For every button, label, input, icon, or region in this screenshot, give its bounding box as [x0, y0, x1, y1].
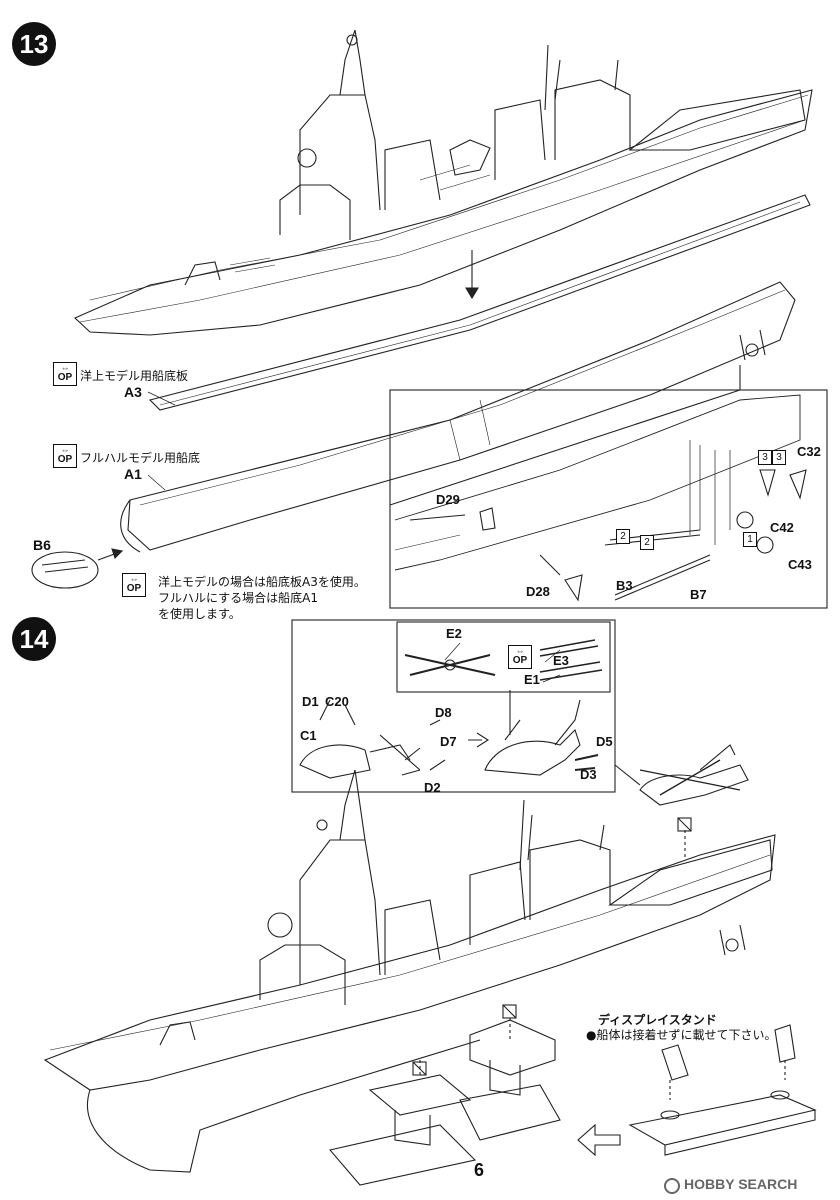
step-13-badge: 13 [12, 22, 56, 66]
part-b3-label: B3 [616, 578, 633, 593]
op-badge-note: ⇔ OP [122, 573, 146, 597]
option-icon: ⇔ [515, 646, 525, 656]
part-b6-label: B6 [33, 537, 51, 553]
part-a1-label: A1 [124, 466, 142, 482]
part-d29-label: D29 [436, 492, 460, 507]
option-icon: ⇔ [60, 363, 70, 373]
note-line-1: 洋上モデルの場合は船底板A3を使用。 [158, 575, 366, 589]
part-d2-label: D2 [424, 780, 441, 795]
fullhull-label: フルハルモデル用船底 [80, 451, 201, 465]
detail-box-13 [389, 365, 828, 609]
part-e1-label: E1 [524, 672, 540, 687]
option-icon: ⇔ [129, 574, 139, 584]
order-box-3b: 3 [772, 450, 786, 465]
part-e2-label: E2 [446, 626, 462, 641]
note-line-3: を使用します。 [158, 607, 241, 621]
watermark-text: HOBBY SEARCH [684, 1176, 798, 1192]
note-line-2: フルハルにする場合は船底A1 [158, 591, 318, 605]
op-badge-fullhull: ⇔ OP [53, 444, 77, 468]
part-d1-label: D1 [302, 694, 319, 709]
order-box-2a: 2 [616, 529, 630, 544]
part-d8-label: D8 [435, 705, 452, 720]
display-stand-title: ディスプレイスタンド [598, 1013, 717, 1027]
page-number: 6 [474, 1160, 485, 1180]
option-icon: ⇔ [60, 445, 70, 455]
order-box-1: 1 [743, 532, 757, 547]
display-stand-drawing [328, 1004, 817, 1186]
op-badge-waterline: ⇔ OP [53, 362, 77, 386]
part-b6-drawing [31, 548, 124, 589]
part-c1-label: C1 [300, 728, 317, 743]
ship-upper-drawing [74, 29, 813, 336]
order-box-3a: 3 [758, 450, 772, 465]
part-d7-label: D7 [440, 734, 457, 749]
step-14-badge: 14 [12, 617, 56, 661]
op-badge-rotor: ⇔ OP [508, 645, 532, 669]
bottom-plate-a3 [148, 194, 811, 411]
part-d5-label: D5 [596, 734, 613, 749]
part-d3-label: D3 [580, 767, 597, 782]
order-box-2b: 2 [640, 535, 654, 550]
helicopter-drawing [614, 744, 749, 860]
part-c32-label: C32 [797, 444, 821, 459]
part-a3-label: A3 [124, 384, 142, 400]
part-c20-label: C20 [325, 694, 349, 709]
heli-box [291, 619, 616, 793]
full-hull-a1 [120, 281, 796, 553]
part-d28-label: D28 [526, 584, 550, 599]
part-c42-label: C42 [770, 520, 794, 535]
part-c43-label: C43 [788, 557, 812, 572]
watermark-logo-icon [664, 1178, 680, 1194]
waterline-plate-label: 洋上モデル用船底板 [80, 369, 189, 383]
part-e3-label: E3 [553, 653, 569, 668]
ship-lower-drawing [43, 769, 776, 1173]
part-b7-label: B7 [690, 587, 707, 602]
display-stand-note: ●船体は接着せずに載せて下さい。 [586, 1028, 777, 1042]
